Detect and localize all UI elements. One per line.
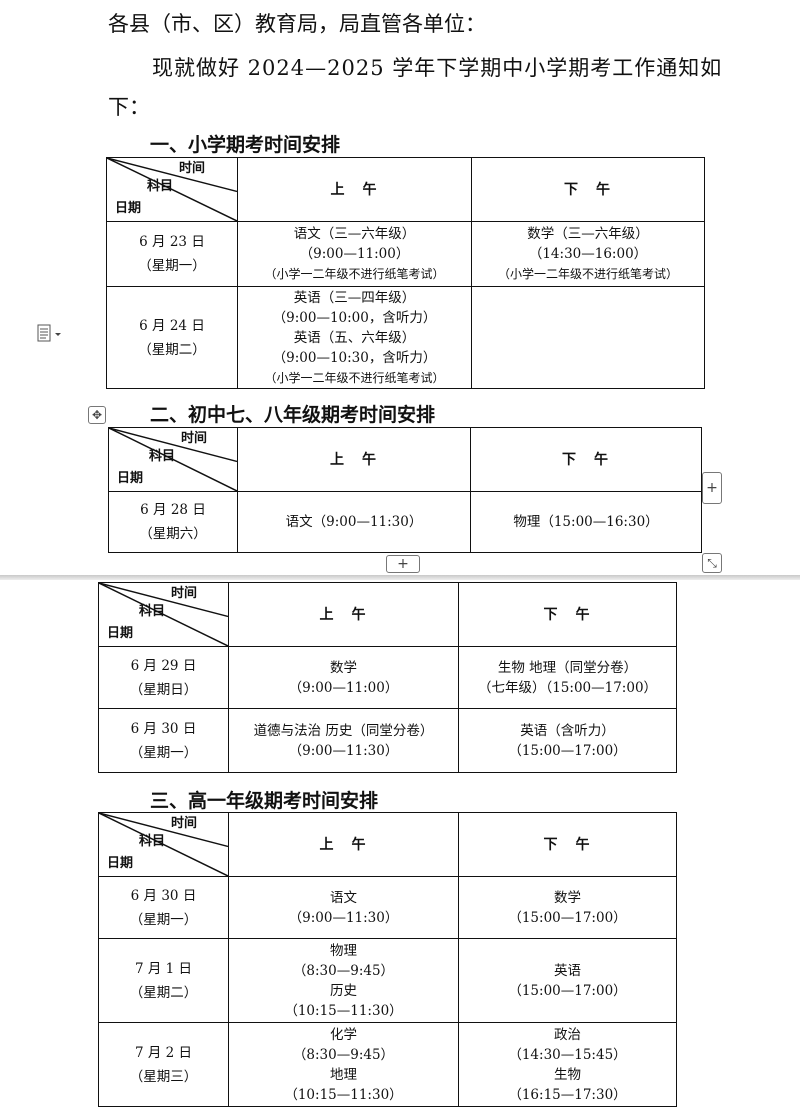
date-cell: 6 月 23 日（星期一） [106, 221, 238, 287]
section2-table-b: 时间 科目 日期 上 午 下 午 6 月 29 日（星期日） 数学（9:00—1… [98, 582, 677, 773]
date-cell: 6 月 28 日（星期六） [108, 491, 238, 553]
pm-cell: 数学（三—六年级）（14:30—16:00）（小学一二年级不进行纸笔考试） [471, 221, 705, 287]
table-row: 6 月 30 日（星期一） 语文（9:00—11:30） 数学（15:00—17… [98, 876, 677, 939]
table-row: 6 月 30 日（星期一） 道德与法治 历史（同堂分卷）（9:00—11:30）… [98, 708, 677, 773]
pm-cell: 物理（15:00—16:30） [470, 491, 702, 553]
corner-subject: 科目 [149, 449, 176, 464]
table-row: 7 月 1 日（星期二） 物理（8:30—9:45）历史（10:15—11:30… [98, 938, 677, 1023]
header-am: 上 午 [237, 157, 472, 222]
page-break [0, 575, 800, 580]
table-move-handle[interactable]: ✥ [88, 406, 106, 424]
table-row: 6 月 24 日（星期二） 英语（三—四年级）（9:00—10:00，含听力）英… [106, 286, 705, 389]
date-cell: 6 月 29 日（星期日） [98, 646, 229, 709]
corner-time: 时间 [171, 586, 198, 601]
corner-date: 日期 [107, 856, 134, 871]
date-cell: 6 月 24 日（星期二） [106, 286, 238, 389]
date-cell: 6 月 30 日（星期一） [98, 708, 229, 773]
section2-table-a: 时间 科目 日期 上 午 下 午 6 月 28 日（星期六） 语文（9:00—1… [108, 427, 702, 553]
intro-line-1: 现就做好 2024—2025 学年下学期中小学期考工作通知如 [152, 56, 723, 80]
pm-cell-empty [471, 286, 705, 389]
am-cell: 道德与法治 历史（同堂分卷）（9:00—11:30） [228, 708, 459, 773]
section2-title: 二、初中七、八年级期考时间安排 [150, 404, 436, 426]
am-cell: 语文（三—六年级）（9:00—11:00）（小学一二年级不进行纸笔考试） [237, 221, 472, 287]
header-pm: 下 午 [458, 582, 677, 647]
am-cell: 语文（9:00—11:30） [228, 876, 459, 939]
am-cell: 物理（8:30—9:45）历史（10:15—11:30） [228, 938, 459, 1023]
document-icon[interactable] [36, 324, 62, 344]
am-cell: 化学（8:30—9:45）地理（10:15—11:30） [228, 1022, 459, 1107]
section3-table: 时间 科目 日期 上 午 下 午 6 月 30 日（星期一） 语文（9:00—1… [98, 812, 677, 1107]
pm-cell: 政治（14:30—15:45）生物（16:15—17:30） [458, 1022, 677, 1107]
corner-cell: 时间 科目 日期 [108, 427, 238, 492]
greeting-line: 各县（市、区）教育局，局直管各单位： [108, 12, 486, 36]
table-resize-handle[interactable]: ⤡ [702, 553, 722, 573]
section1-table: 时间 科目 日期 上 午 下 午 6 月 23 日（星期一） 语文（三—六年级）… [106, 157, 705, 389]
corner-cell: 时间 科目 日期 [106, 157, 238, 222]
table-row: 6 月 23 日（星期一） 语文（三—六年级）（9:00—11:00）（小学一二… [106, 221, 705, 287]
header-pm: 下 午 [470, 427, 702, 492]
date-cell: 6 月 30 日（星期一） [98, 876, 229, 939]
corner-time: 时间 [171, 816, 198, 831]
pm-cell: 数学（15:00—17:00） [458, 876, 677, 939]
corner-date: 日期 [117, 471, 144, 486]
corner-subject: 科目 [139, 834, 166, 849]
add-column-button[interactable]: + [702, 472, 722, 504]
corner-cell: 时间 科目 日期 [98, 582, 229, 647]
header-am: 上 午 [237, 427, 471, 492]
header-am: 上 午 [228, 582, 459, 647]
date-cell: 7 月 1 日（星期二） [98, 938, 229, 1023]
table-row: 7 月 2 日（星期三） 化学（8:30—9:45）地理（10:15—11:30… [98, 1022, 677, 1107]
corner-cell: 时间 科目 日期 [98, 812, 229, 877]
header-pm: 下 午 [458, 812, 677, 877]
am-cell: 语文（9:00—11:30） [237, 491, 471, 553]
section1-title: 一、小学期考时间安排 [150, 134, 341, 156]
table-row: 6 月 29 日（星期日） 数学（9:00—11:00） 生物 地理（同堂分卷）… [98, 646, 677, 709]
add-row-button[interactable]: + [386, 555, 420, 573]
pm-cell: 生物 地理（同堂分卷）（七年级）（15:00—17:00） [458, 646, 677, 709]
corner-subject: 科目 [147, 179, 174, 194]
header-am: 上 午 [228, 812, 459, 877]
header-pm: 下 午 [471, 157, 705, 222]
date-cell: 7 月 2 日（星期三） [98, 1022, 229, 1107]
section3-title: 三、高一年级期考时间安排 [150, 790, 379, 812]
pm-cell: 英语（含听力）（15:00—17:00） [458, 708, 677, 773]
corner-date: 日期 [107, 626, 134, 641]
corner-time: 时间 [179, 161, 206, 176]
am-cell: 英语（三—四年级）（9:00—10:00，含听力）英语（五、六年级）（9:00—… [237, 286, 472, 389]
am-cell: 数学（9:00—11:00） [228, 646, 459, 709]
pm-cell: 英语（15:00—17:00） [458, 938, 677, 1023]
corner-time: 时间 [181, 431, 208, 446]
corner-subject: 科目 [139, 604, 166, 619]
table-row: 6 月 28 日（星期六） 语文（9:00—11:30） 物理（15:00—16… [108, 491, 702, 553]
intro-line-2: 下： [108, 95, 150, 119]
corner-date: 日期 [115, 201, 142, 216]
